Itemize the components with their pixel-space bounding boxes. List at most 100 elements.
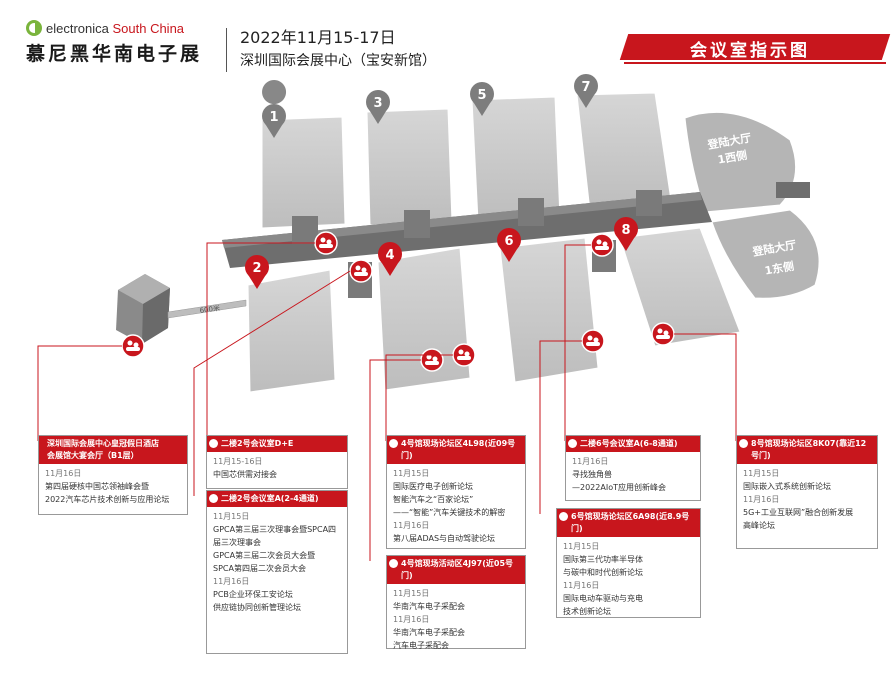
box-title: 二楼2号会议室A(2-4通道) [221, 494, 319, 503]
svg-text:7: 7 [581, 80, 590, 95]
box-line: PCB企业环保工安论坛 [213, 590, 293, 599]
box-line: 国际电动车驱动与充电 [563, 594, 643, 603]
lobby-east [711, 209, 820, 299]
svg-text:3: 3 [373, 96, 382, 111]
hall-3 [366, 108, 453, 226]
box-line: 国际第三代功率半导体 [563, 555, 643, 564]
box-line: 华南汽车电子采配会 [393, 602, 465, 611]
box-room-de: 二楼2号会议室D+E 11月15-16日 中国芯供需对接会 [206, 435, 348, 489]
svg-text:2: 2 [252, 261, 261, 276]
logo-mark-icon [26, 20, 42, 36]
hall-pin-8: 8 [614, 217, 638, 251]
box-line: 11月15日 [563, 542, 600, 551]
hall-pin-1: 1 [262, 80, 287, 138]
box-line: 与碳中和时代创新论坛 [563, 568, 643, 577]
box-line: 11月16日 [393, 521, 430, 530]
box-line: 11月16日 [743, 495, 780, 504]
box-line: 智能汽车之“百家论坛” [393, 495, 474, 504]
box-title: 4号馆现场论坛区4L98(近09号门) [401, 439, 516, 460]
event-date: 2022年11月15-17日 [240, 28, 396, 47]
box-line: 技术创新论坛 [563, 607, 611, 616]
meeting-icon-hall6a [590, 233, 614, 257]
meeting-icon-hall4a [349, 259, 373, 283]
box-line: 11月15日 [743, 469, 780, 478]
box-line: 11月16日 [393, 615, 430, 624]
box-title: 6号馆现场论坛区6A98(近8.9号门) [571, 512, 690, 533]
line-room-a2 [193, 270, 351, 496]
hall-pin-4: 4 [378, 242, 402, 276]
box-line: 11月16日 [45, 469, 82, 478]
hall-6 [499, 237, 599, 383]
hall-5 [471, 96, 561, 222]
line-4l98 [385, 354, 453, 441]
box-line: 5G+工业互联网”融合创新发展 [743, 508, 854, 517]
meeting-icon-hall4c [452, 343, 476, 367]
line-6a98 [539, 340, 582, 514]
svg-text:1: 1 [269, 110, 278, 125]
box-line: 第八届ADAS与自动驾驶论坛 [393, 534, 496, 543]
meeting-icon-hotel [121, 334, 145, 358]
box-line: 11月16日 [572, 457, 609, 466]
logo-english: electronica South China [46, 20, 185, 36]
box-line: 国际嵌入式系统创新论坛 [743, 482, 831, 491]
svg-text:8: 8 [621, 223, 630, 238]
title-underline [624, 62, 886, 64]
box-title: 二楼6号会议室A(6-8通道) [580, 439, 678, 448]
box-title: 8号馆现场论坛区8K07(靠近12号门) [751, 439, 867, 460]
meeting-icon-hall8 [651, 322, 675, 346]
hall-2 [247, 269, 336, 393]
box-line: 寻找独角兽 [572, 470, 612, 479]
box-room-a6: 二楼6号会议室A(6-8通道) 11月16日 寻找独角兽 —2022AIoT应用… [565, 435, 701, 501]
meeting-icon-hall6b [581, 329, 605, 353]
box-line: 华南汽车电子采配会 [393, 628, 465, 637]
box-room-a2: 二楼2号会议室A(2-4通道) 11月15日 GPCA第三届三次理事会暨SPCA… [206, 490, 348, 654]
corridor-connector [776, 182, 810, 198]
box-forum-6a98: 6号馆现场论坛区6A98(近8.9号门) 11月15日 国际第三代功率半导体 与… [556, 508, 701, 618]
box-title: 二楼2号会议室D+E [221, 439, 294, 448]
hall-pin-3: 3 [366, 90, 390, 124]
box-line: 11月15日 [393, 469, 430, 478]
line-hotel [37, 345, 122, 441]
box-line: 汽车电子采配会 [393, 641, 449, 650]
box-forum-4l98: 4号馆现场论坛区4L98(近09号门) 11月15日 国际医疗电子创新论坛 智能… [386, 435, 526, 549]
bridge-label: 600米 [199, 303, 220, 315]
box-hotel-title-1: 深圳国际会展中心皇冠假日酒店 [47, 439, 159, 448]
event-venue: 深圳国际会展中心（宝安新馆） [240, 53, 436, 69]
svg-text:6: 6 [504, 234, 513, 249]
box-title: 4号馆现场活动区4J97(近05号门) [401, 559, 514, 580]
hall-pin-5: 5 [470, 82, 494, 116]
box-line: —2022AIoT应用创新峰会 [572, 483, 666, 492]
lobby-west-label-2: 1西侧 [716, 148, 748, 167]
line-room-de [206, 242, 315, 441]
page-title: 会议室指示图 [690, 41, 810, 61]
hall-8 [619, 227, 741, 347]
line-4j97 [369, 359, 421, 561]
box-line: GPCA第三届三次理事会暨SPCA四 [213, 525, 337, 534]
box-line: ——“智能”汽车关键技术的解密 [393, 508, 506, 517]
lobby-east-label-2: 1东侧 [763, 259, 795, 278]
hall-pin-2: 2 [245, 255, 269, 289]
box-line: 第四届硬核中国芯领袖峰会暨 [45, 482, 149, 491]
box-line: 供应链协同创新管理论坛 [213, 603, 301, 612]
lobby-west [684, 111, 797, 213]
hall-pin-7: 7 [574, 74, 598, 108]
hall-1 [261, 116, 346, 229]
box-line: 11月15-16日 [213, 457, 263, 466]
svg-text:5: 5 [477, 88, 486, 103]
line-a6 [564, 244, 591, 441]
box-line: 11月15日 [213, 512, 250, 521]
box-line: SPCA第四届二次会员大会 [213, 564, 306, 573]
box-line: 11月16日 [563, 581, 600, 590]
box-line: 中国芯供需对接会 [213, 470, 277, 479]
box-line: 届三次理事会 [213, 538, 261, 547]
line-8k07 [674, 333, 737, 441]
box-line: 国际医疗电子创新论坛 [393, 482, 473, 491]
box-hotel: 深圳国际会展中心皇冠假日酒店 会展馆大宴会厅（B1层） 11月16日 第四届硬核… [38, 435, 188, 515]
box-line: 高峰论坛 [743, 521, 775, 530]
box-forum-8k07: 8号馆现场论坛区8K07(靠近12号门) 11月15日 国际嵌入式系统创新论坛 … [736, 435, 878, 549]
logo-chinese: 慕尼黑华南电子展 [26, 43, 203, 65]
meeting-icon-hall4b [420, 348, 444, 372]
svg-text:4: 4 [385, 248, 394, 263]
box-hotel-title-2: 会展馆大宴会厅（B1层） [47, 451, 139, 460]
